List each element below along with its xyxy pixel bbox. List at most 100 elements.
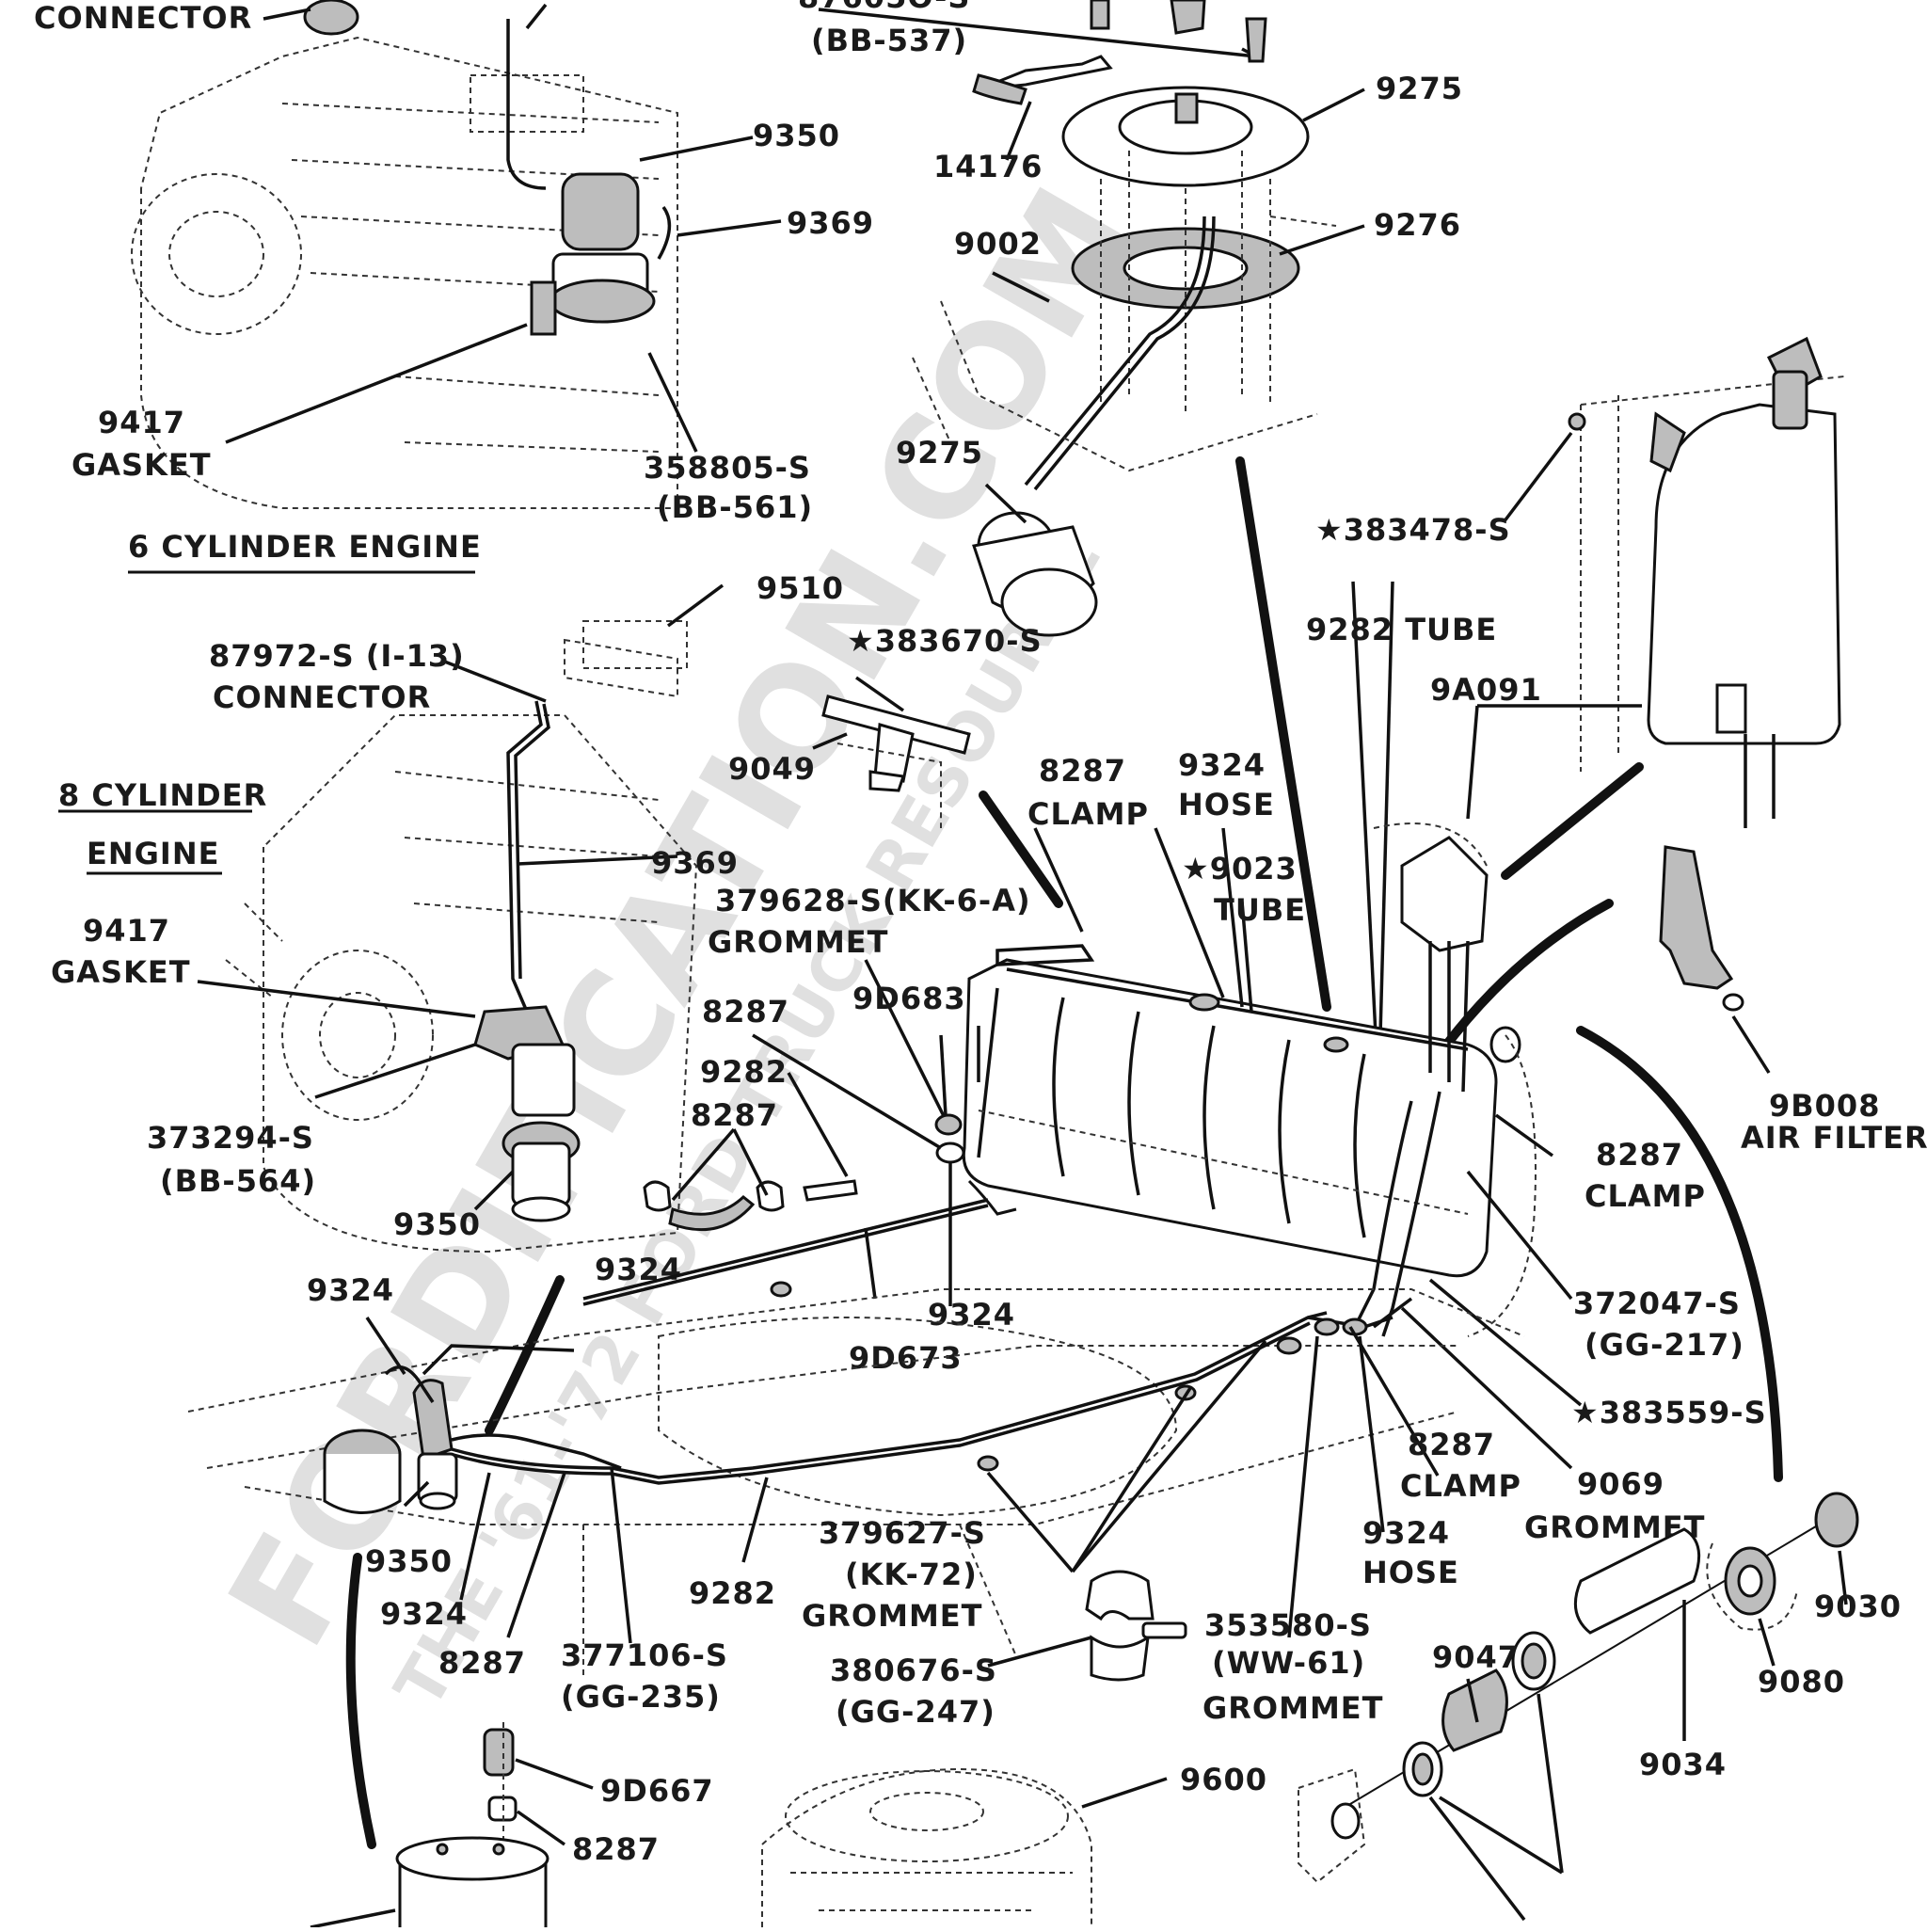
hose-cut-2 — [979, 790, 1063, 908]
label-8287-clamp-b: CLAMP — [1027, 796, 1149, 832]
label-8287-clamp2-b: CLAMP — [1585, 1178, 1706, 1214]
air-cleaner-9600 — [761, 1767, 1092, 1927]
label-grommet-379628: GROMMET — [708, 924, 888, 960]
label-9069: 9069 — [1577, 1466, 1664, 1502]
tee-fitting-9049 — [821, 695, 971, 828]
label-14176: 14176 — [933, 149, 1043, 184]
label-383478: ★383478-S — [1315, 512, 1511, 548]
sender-wire-14176 — [972, 73, 1027, 105]
fuel-tank — [962, 822, 1537, 1337]
label-9275-mid: 9275 — [896, 435, 983, 471]
label-8287-low: 8287 — [438, 1645, 526, 1681]
hose-cut-1 — [1235, 456, 1331, 1012]
hose-cut-3 — [1501, 762, 1644, 880]
label-9324-hose-b: HOSE — [1178, 787, 1275, 822]
hose-cut-7 — [345, 1553, 376, 1849]
label-engine: ENGINE — [87, 836, 219, 871]
label-9275-top: 9275 — [1376, 71, 1463, 106]
label-87972: 87972-S (I-13) — [209, 638, 465, 674]
label-8287-bottom: 8287 — [572, 1831, 660, 1867]
filler-neck-assembly — [1298, 1492, 1859, 1884]
filler-pipe-9034 — [1573, 1527, 1701, 1635]
label-9282-a: 9282 — [700, 1054, 788, 1090]
hose-9324-short — [668, 1195, 756, 1232]
label-gasket-top: GASKET — [72, 447, 212, 483]
label-9080: 9080 — [1758, 1664, 1845, 1700]
clip-380676 — [1085, 1570, 1187, 1682]
label-grommet-379627: GROMMET — [802, 1598, 982, 1634]
label-8287-a: 8287 — [702, 994, 789, 1030]
label-9350-mid: 9350 — [393, 1206, 481, 1242]
label-383670: ★383670-S — [847, 623, 1043, 659]
label-9282-low: 9282 — [689, 1575, 776, 1611]
label-gg247: (GG-247) — [836, 1694, 995, 1730]
label-379627: 379627-S — [819, 1515, 986, 1551]
label-379628: 379628-S(KK-6-A) — [715, 883, 1031, 918]
eight-cylinder-engine-drawing — [225, 620, 698, 1253]
label-9369-top: 9369 — [787, 205, 874, 241]
label-9b008: 9B008 — [1769, 1088, 1880, 1124]
label-9023-tube: TUBE — [1214, 892, 1306, 928]
label-9d683: 9D683 — [852, 981, 966, 1016]
label-9023: ★9023 — [1182, 851, 1298, 886]
hose-cut-6 — [485, 1275, 565, 1435]
label-9417-top: 9417 — [98, 405, 185, 440]
label-air-filter: AIR FILTER — [1741, 1120, 1927, 1156]
vapor-separator-9a091 — [1568, 336, 1845, 828]
label-bb537: (BB-537) — [811, 23, 967, 58]
label-372047: 372047-S — [1573, 1285, 1741, 1321]
label-8-cylinder: 8 CYLINDER — [58, 777, 267, 813]
label-gg217: (GG-217) — [1585, 1327, 1744, 1363]
label-9324-low: 9324 — [380, 1596, 468, 1632]
filler-cap-9030 — [1814, 1492, 1859, 1548]
label-9324-hose-a: 9324 — [1178, 747, 1266, 783]
label-connector-87972: CONNECTOR — [213, 679, 431, 715]
label-9d673: 9D673 — [849, 1340, 963, 1376]
label-353580: 353580-S — [1204, 1607, 1372, 1643]
label-bb564: (BB-564) — [160, 1163, 316, 1199]
six-cylinder-engine-drawing — [131, 0, 678, 509]
label-373294: 373294-S — [147, 1120, 314, 1156]
label-connector-top: CONNECTOR — [34, 0, 252, 36]
label-358805: 358805-S — [644, 450, 811, 486]
label-9002: 9002 — [954, 226, 1042, 262]
label-9324-hose2-a: 9324 — [1362, 1515, 1450, 1551]
label-9a091: 9A091 — [1430, 672, 1542, 708]
label-9324-a: 9324 — [595, 1252, 682, 1287]
carburetor-fittings — [310, 1722, 549, 1929]
label-876050: 87605O-S — [798, 0, 970, 15]
label-bb561: (BB-561) — [657, 489, 813, 525]
label-gasket-mid: GASKET — [51, 954, 191, 990]
label-9d667: 9D667 — [600, 1773, 714, 1809]
gasket-9417-6cyl — [530, 280, 557, 336]
label-9350-low: 9350 — [365, 1543, 453, 1579]
label-gg235: (GG-235) — [561, 1679, 721, 1715]
label-8287-clamp3-a: 8287 — [1408, 1427, 1495, 1462]
label-8287-clamp-a: 8287 — [1039, 753, 1126, 789]
label-8287-clamp3-b: CLAMP — [1400, 1468, 1521, 1504]
fuel-pump-6cyl — [561, 172, 640, 251]
label-9350-top: 9350 — [753, 118, 840, 153]
label-8287-b: 8287 — [691, 1097, 778, 1133]
label-kk72: (KK-72) — [845, 1557, 978, 1592]
label-9369-mid: 9369 — [651, 845, 739, 881]
label-9049: 9049 — [728, 751, 816, 787]
hose-cut-5 — [1576, 1026, 1783, 1482]
label-8287-clamp2-a: 8287 — [1596, 1137, 1683, 1173]
label-9324-hose2-b: HOSE — [1362, 1555, 1459, 1590]
label-9282-tube: 9282 TUBE — [1306, 612, 1497, 647]
fuel-sender-assembly — [818, 0, 1337, 637]
label-380676: 380676-S — [830, 1653, 997, 1688]
fuel-pump-8cyl — [511, 1043, 576, 1117]
label-9600: 9600 — [1180, 1762, 1267, 1797]
label-grommet-353580: GROMMET — [1202, 1690, 1383, 1726]
label-9047: 9047 — [1432, 1639, 1520, 1675]
label-ww61: (WW-61) — [1212, 1645, 1365, 1681]
label-377106: 377106-S — [561, 1637, 728, 1673]
label-9324-c: 9324 — [307, 1272, 394, 1308]
label-9034: 9034 — [1639, 1747, 1727, 1782]
air-filter-9b008 — [1659, 845, 1744, 1012]
label-9276: 9276 — [1374, 207, 1461, 243]
